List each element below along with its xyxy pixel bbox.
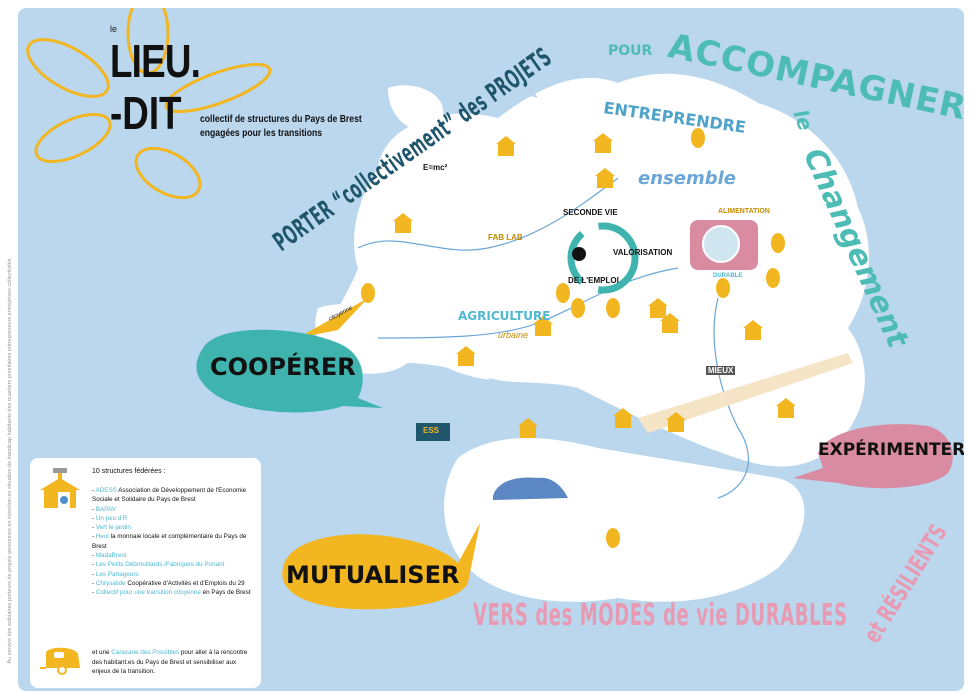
- cycle-ring: [567, 222, 639, 294]
- legend-item-desc: la monnaie locale et complémentaire du P…: [92, 533, 247, 550]
- tree-icon: [556, 283, 570, 303]
- house-icon: [776, 398, 796, 418]
- legend-item: - Les Petits Débrouillards /Fabriques du…: [92, 561, 225, 569]
- legend-item-name[interactable]: BAPAV: [95, 505, 116, 513]
- legend-panel: 10 structures fédérées : - ADESS Associa…: [30, 458, 261, 688]
- house-icon: [648, 298, 668, 318]
- landmass-south: [444, 438, 805, 602]
- ess-flag: [416, 423, 450, 441]
- flag-ess: ESS: [423, 426, 440, 435]
- tree-icon: [606, 298, 620, 318]
- caravan-icon: [40, 647, 80, 675]
- house-icon: [393, 213, 413, 233]
- house-icon: [666, 412, 686, 432]
- poster: le LIEU. -DIT collectif de structures du…: [18, 8, 964, 691]
- legend-item: - BAPAV: [92, 505, 116, 513]
- caravan-suffix: pour aller à la rencontre des habitant.e…: [92, 649, 248, 675]
- plate-icon: [702, 225, 740, 263]
- logo-loops: [26, 8, 272, 200]
- legend-item: - Collectif pour une transition citoyenn…: [92, 589, 251, 597]
- caravan-link[interactable]: Caravane des Possibles: [111, 649, 180, 656]
- tree-icon: [716, 278, 730, 298]
- legend-title: 10 structures fédérées :: [92, 468, 166, 475]
- legend-item-name[interactable]: Heol: [95, 533, 109, 541]
- tree-icons: [361, 128, 785, 548]
- legend-item-name[interactable]: Collectif pour une transition citoyenne: [95, 589, 201, 597]
- legend-item: - MadaBrest: [92, 552, 127, 560]
- legend-item-name[interactable]: Les Partageurs: [95, 570, 139, 578]
- legend-item-name[interactable]: Vert le jardin: [95, 524, 131, 532]
- legend-item-name[interactable]: Chrysalide: [95, 579, 126, 587]
- legend-item: - Les Partageurs: [92, 570, 139, 578]
- side-text: Au service des solidaires porteurs de pr…: [7, 258, 13, 664]
- bubble-experimenter-label: EXPÉRIMENTER: [818, 440, 964, 460]
- logo-subtitle-line1: collectif de structures du Pays de Brest: [200, 113, 362, 125]
- label-agriculture: AGRICULTURE: [458, 309, 551, 323]
- label-seconde-vie: SECONDE VIE: [563, 208, 618, 217]
- house-icon: [518, 418, 538, 438]
- label-emc2: E=mc²: [423, 163, 448, 172]
- house-logo-icon: [40, 468, 80, 508]
- house-icon: [613, 408, 633, 428]
- label-durable: DURABLE: [713, 273, 743, 279]
- logo-lieu: LIEU.: [110, 35, 201, 87]
- logo-le: le: [110, 24, 118, 34]
- car-icon: [493, 477, 568, 500]
- bubble-cooperer-label: COOPÉRER: [210, 353, 356, 381]
- legend-item-desc: en Pays de Brest: [202, 589, 251, 597]
- landmass: [258, 73, 869, 602]
- logo-dit: -DIT: [110, 87, 182, 139]
- house-icon: [660, 313, 680, 333]
- legend-item-name[interactable]: MadaBrest: [95, 552, 127, 560]
- legend-item: - Vert le jardin: [92, 524, 131, 532]
- bubble-mutualiser-label: MUTUALISER: [286, 561, 460, 589]
- label-alimentation: ALIMENTATION: [718, 208, 770, 215]
- legend-item-name[interactable]: Les Petits Débrouillards /Fabriques du P…: [95, 561, 225, 569]
- tree-icon: [361, 283, 375, 303]
- experimenter-bubble: [793, 424, 953, 489]
- legend-list: - ADESS Association de Développement de …: [92, 486, 258, 598]
- water-inlets: [438, 8, 678, 454]
- legend-item: - ADESS Association de Développement de …: [92, 487, 247, 504]
- mieux-road: [638, 353, 853, 433]
- headline-pour: POUR: [608, 43, 653, 59]
- house-icon: [533, 316, 553, 336]
- record-icon: [572, 247, 586, 261]
- tree-icon: [771, 233, 785, 253]
- tree-icon: [606, 528, 620, 548]
- house-icons: [393, 133, 796, 438]
- tree-icon: [571, 298, 585, 318]
- sign-mieux: MIEUX: [706, 366, 736, 375]
- label-valorisation: VALORISATION: [613, 248, 673, 257]
- legend-item-name[interactable]: ADESS: [95, 487, 117, 494]
- map-illustration: [26, 8, 953, 610]
- label-fablab: FAB LAB: [488, 233, 523, 242]
- mutualiser-bubble: [282, 523, 480, 610]
- label-ensemble: ensemble: [638, 168, 736, 189]
- cooperer-bubble: [196, 329, 383, 413]
- headline-vers-modes: VERS des MODES de vie DURABLES: [473, 598, 848, 633]
- tree-icon: [691, 128, 705, 148]
- logo-subtitle: collectif de structures du Pays de Brest…: [200, 112, 362, 140]
- house-icon: [456, 346, 476, 366]
- caravan-prefix: et une: [92, 649, 110, 656]
- label-urbaine: urbaine: [498, 330, 529, 340]
- house-icon: [593, 133, 613, 153]
- landmass-nw: [388, 85, 444, 132]
- legend-item-desc: Association de Développement de l'Econom…: [92, 487, 247, 504]
- label-emploi: DE L'EMPLOI: [568, 276, 619, 285]
- tree-icon: [766, 268, 780, 288]
- legend-item: - Chrysalide Coopérative d'Activités et …: [92, 579, 245, 587]
- house-icon: [496, 136, 516, 156]
- legend-item-name[interactable]: Un peu d'R: [95, 514, 128, 522]
- legend-item-desc: Coopérative d'Activités et d'Emplois du …: [127, 579, 245, 587]
- house-icon: [743, 320, 763, 340]
- legend-item: - Heol la monnaie locale et complémentai…: [92, 533, 247, 550]
- logo-subtitle-line2: engagées pour les transitions: [200, 127, 323, 139]
- legend-item: - Un peu d'R: [92, 514, 128, 522]
- house-icon: [595, 168, 615, 188]
- caravan-text: et une Caravane des Possibles pour aller…: [92, 648, 252, 677]
- citoyenne-flag: [298, 298, 368, 338]
